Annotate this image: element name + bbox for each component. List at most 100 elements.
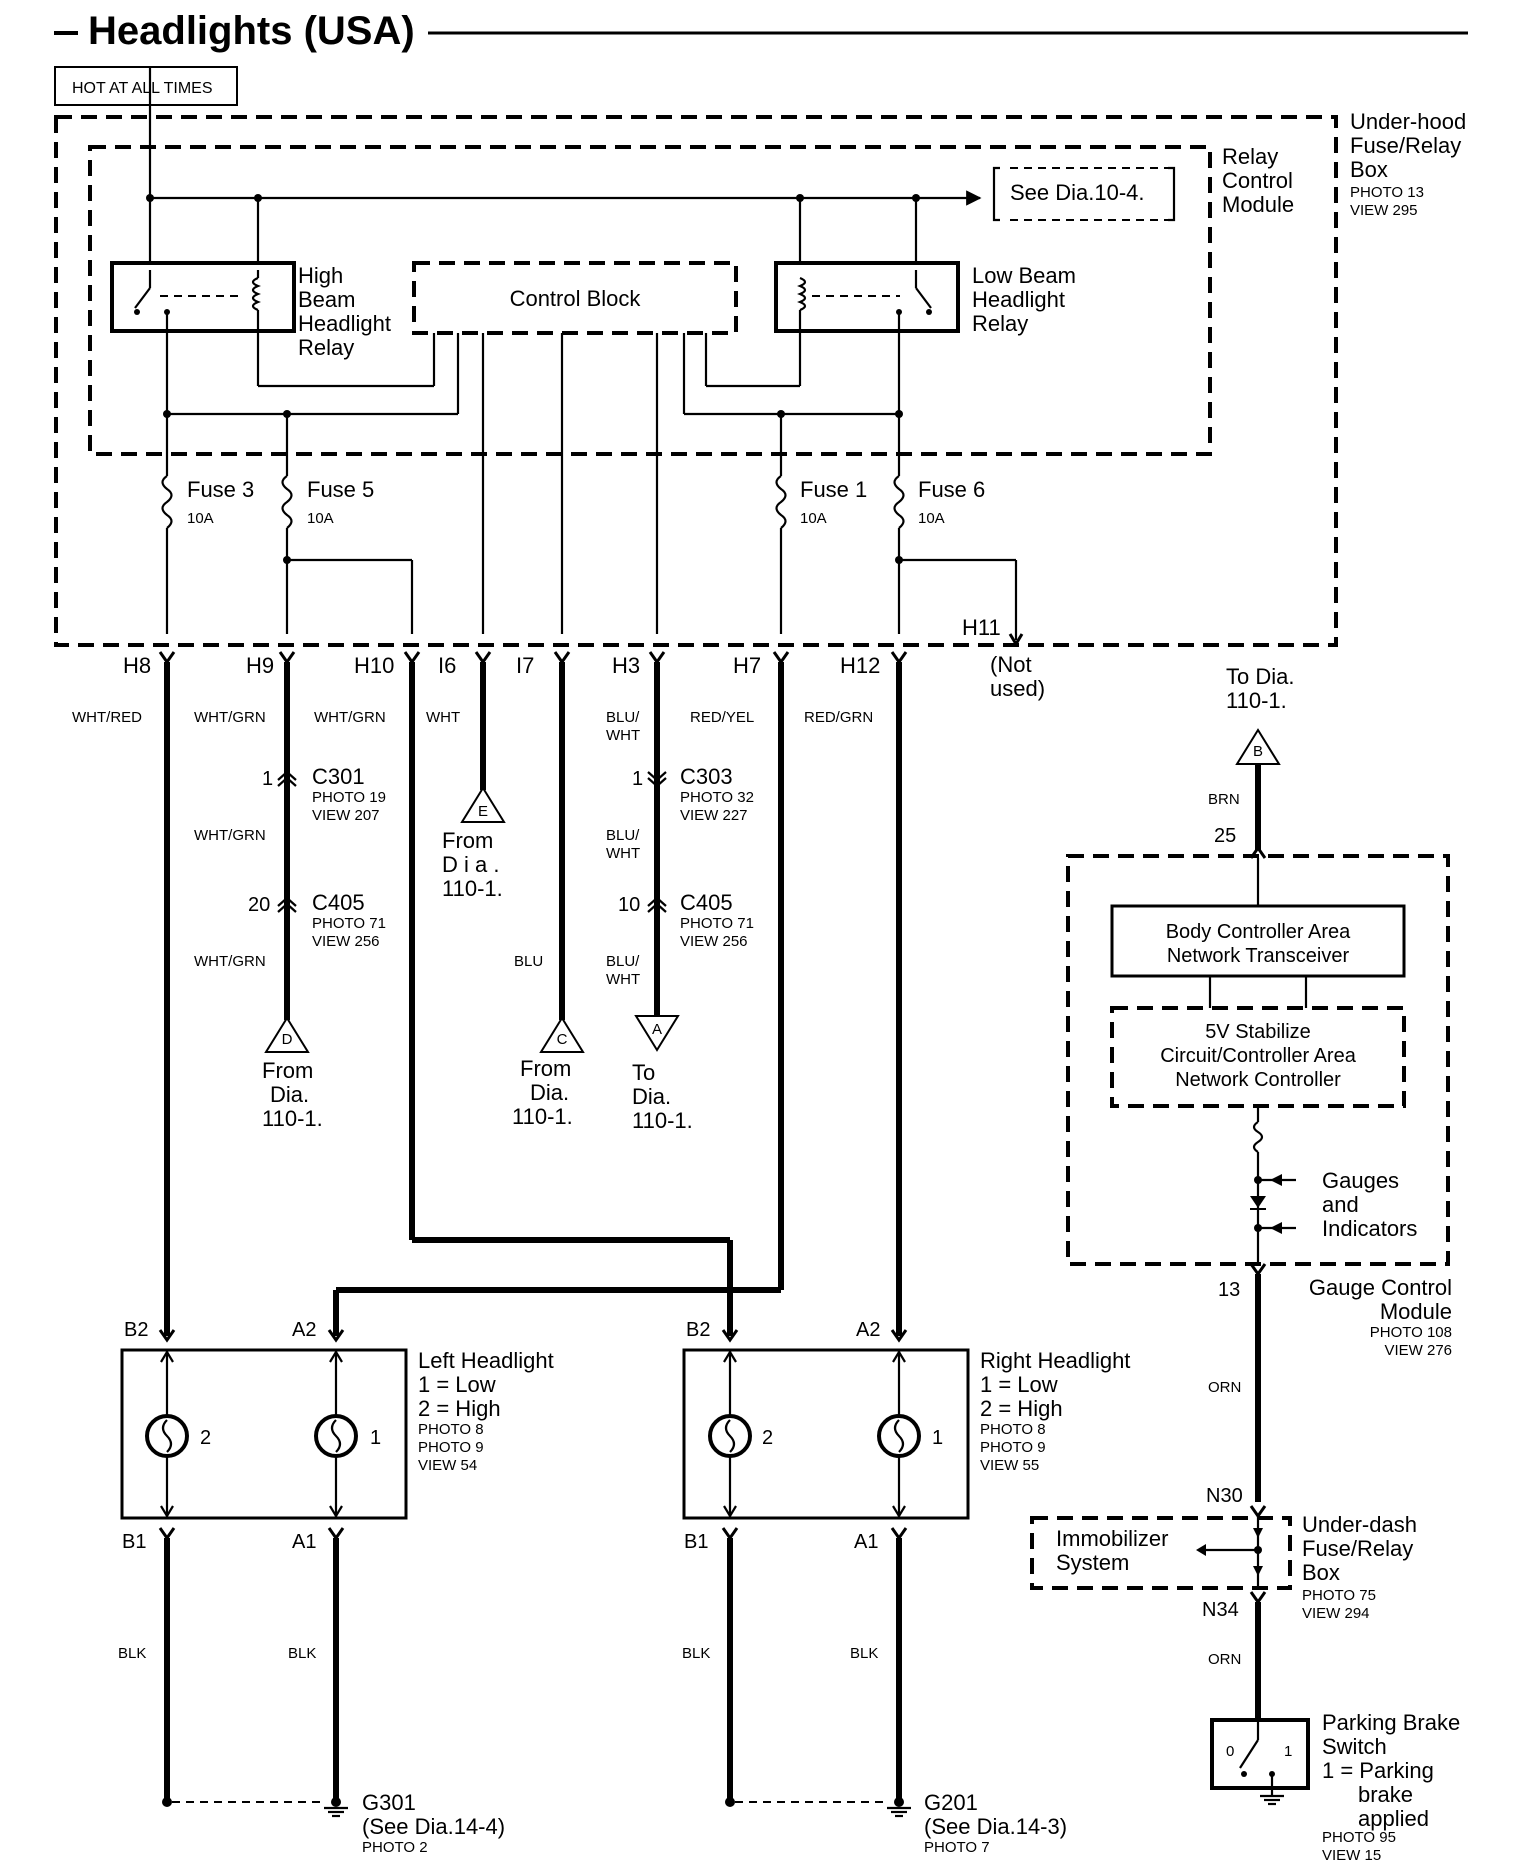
- svg-text:110-1.: 110-1.: [442, 876, 503, 901]
- svg-text:A2: A2: [856, 1319, 880, 1341]
- control-block: Control Block: [412, 261, 738, 335]
- svg-text:H3: H3: [612, 653, 640, 678]
- svg-text:VIEW 15: VIEW 15: [1322, 1847, 1381, 1864]
- fuse-5: Fuse 5 10A: [280, 475, 374, 529]
- svg-text:10A: 10A: [918, 510, 945, 527]
- svg-text:Fuse 1: Fuse 1: [800, 477, 867, 502]
- svg-text:Relay: Relay: [972, 311, 1028, 336]
- svg-text:VIEW 256: VIEW 256: [680, 933, 748, 950]
- svg-text:BLU: BLU: [514, 953, 543, 970]
- svg-text:VIEW 256: VIEW 256: [312, 933, 380, 950]
- svg-text:B1: B1: [122, 1531, 146, 1553]
- ground-g201: G201 (See Dia.14-3) PHOTO 7: [725, 1790, 1067, 1856]
- svg-text:B2: B2: [124, 1319, 148, 1341]
- fuse-1: Fuse 1 10A: [774, 475, 867, 529]
- terminal-labels: H8 H9 H10 I6 I7 H3 H7 H12 H11 (Not used): [123, 615, 1045, 701]
- parking-brake-switch-label: Parking Brake Switch 1 = Parking brake a…: [1322, 1710, 1460, 1864]
- svg-text:2 = High: 2 = High: [418, 1396, 501, 1421]
- svg-text:2: 2: [762, 1427, 773, 1449]
- svg-text:10A: 10A: [187, 510, 214, 527]
- svg-text:used): used): [990, 676, 1045, 701]
- svg-text:Fuse/Relay: Fuse/Relay: [1302, 1536, 1413, 1561]
- svg-text:PHOTO 7: PHOTO 7: [924, 1839, 990, 1856]
- immobilizer-system-label: Immobilizer System: [1056, 1526, 1168, 1575]
- underhood-terminals: [158, 633, 1024, 665]
- title-bar: Headlights (USA): [54, 9, 1468, 53]
- see-dia-10-4-ref: See Dia.10-4.: [992, 166, 1176, 222]
- relay-module-label: Relay Control Module: [1222, 144, 1294, 217]
- svg-text:Under-dash: Under-dash: [1302, 1512, 1417, 1537]
- svg-text:PHOTO 71: PHOTO 71: [680, 915, 754, 932]
- svg-text:WHT/GRN: WHT/GRN: [194, 953, 266, 970]
- fuse-3: Fuse 3 10A: [160, 475, 254, 529]
- svg-text:BLU/: BLU/: [606, 953, 640, 970]
- ref-c-from-dia: C From Dia. 110-1.: [512, 1016, 585, 1129]
- svg-text:Gauges: Gauges: [1322, 1168, 1399, 1193]
- svg-text:PHOTO 32: PHOTO 32: [680, 789, 754, 806]
- ref-a-to-dia: A To Dia. 110-1.: [632, 1015, 693, 1133]
- svg-text:A2: A2: [292, 1319, 316, 1341]
- svg-text:Beam: Beam: [298, 287, 355, 312]
- svg-text:To: To: [632, 1060, 655, 1085]
- svg-text:B2: B2: [686, 1319, 710, 1341]
- hot-at-all-times-box: HOT AT ALL TIMES: [54, 66, 238, 106]
- svg-text:1: 1: [632, 768, 643, 790]
- svg-text:WHT/GRN: WHT/GRN: [194, 709, 266, 726]
- svg-text:ORN: ORN: [1208, 1651, 1241, 1668]
- svg-text:Fuse/Relay: Fuse/Relay: [1350, 133, 1461, 158]
- svg-text:Gauge Control: Gauge Control: [1309, 1275, 1452, 1300]
- svg-text:1: 1: [262, 768, 273, 790]
- svg-text:I6: I6: [438, 653, 456, 678]
- parking-brake-switch: 0 1: [1210, 1718, 1310, 1806]
- svg-text:High: High: [298, 263, 343, 288]
- ref-d-from-dia: D From Dia. 110-1.: [262, 1016, 323, 1131]
- ground-g301: G301 (See Dia.14-4) PHOTO 2: [162, 1790, 505, 1856]
- svg-text:WHT/RED: WHT/RED: [72, 709, 142, 726]
- svg-text:Fuse 3: Fuse 3: [187, 477, 254, 502]
- svg-text:2 = High: 2 = High: [980, 1396, 1063, 1421]
- svg-text:Box: Box: [1302, 1560, 1340, 1585]
- left-headlight-label: Left Headlight 1 = Low 2 = High PHOTO 8 …: [418, 1348, 554, 1474]
- svg-text:E: E: [478, 803, 488, 820]
- svg-text:N34: N34: [1202, 1599, 1239, 1621]
- svg-text:110-1.: 110-1.: [512, 1104, 573, 1129]
- svg-text:C303: C303: [680, 764, 733, 789]
- connector-c405-b: 10 C405 PHOTO 71 VIEW 256: [618, 890, 754, 950]
- svg-text:WHT/GRN: WHT/GRN: [314, 709, 386, 726]
- svg-text:110-1.: 110-1.: [1226, 688, 1287, 713]
- svg-text:A1: A1: [854, 1531, 878, 1553]
- svg-text:H10: H10: [354, 653, 394, 678]
- svg-text:VIEW 207: VIEW 207: [312, 807, 380, 824]
- svg-text:G301: G301: [362, 1790, 416, 1815]
- connector-c301: 1 C301 PHOTO 19 VIEW 207: [262, 764, 386, 824]
- svg-text:(See Dia.14-4): (See Dia.14-4): [362, 1814, 505, 1839]
- svg-text:PHOTO 9: PHOTO 9: [418, 1439, 484, 1456]
- svg-text:WHT/GRN: WHT/GRN: [194, 827, 266, 844]
- svg-text:PHOTO 9: PHOTO 9: [980, 1439, 1046, 1456]
- svg-text:1: 1: [1284, 1743, 1292, 1760]
- svg-text:VIEW 276: VIEW 276: [1384, 1342, 1452, 1359]
- svg-text:10A: 10A: [800, 510, 827, 527]
- svg-text:N30: N30: [1206, 1485, 1243, 1507]
- svg-text:B1: B1: [684, 1531, 708, 1553]
- left-headlight: B2 A2 2 1 B1 A1: [120, 1319, 408, 1553]
- svg-text:VIEW 55: VIEW 55: [980, 1457, 1039, 1474]
- connector-c303: 1 C303 PHOTO 32 VIEW 227: [632, 764, 754, 824]
- svg-text:PHOTO 19: PHOTO 19: [312, 789, 386, 806]
- svg-text:BLU/: BLU/: [606, 709, 640, 726]
- svg-text:H8: H8: [123, 653, 151, 678]
- svg-text:110-1.: 110-1.: [262, 1106, 323, 1131]
- svg-text:BLU/: BLU/: [606, 827, 640, 844]
- svg-text:Headlight: Headlight: [972, 287, 1065, 312]
- svg-text:1 = Parking: 1 = Parking: [1322, 1758, 1434, 1783]
- svg-text:PHOTO 8: PHOTO 8: [418, 1421, 484, 1438]
- svg-text:1: 1: [370, 1427, 381, 1449]
- svg-text:Fuse 6: Fuse 6: [918, 477, 985, 502]
- svg-text:H11: H11: [962, 615, 1001, 640]
- can-transceiver-box: Body Controller Area Network Transceiver: [1110, 904, 1406, 978]
- page-title: Headlights (USA): [88, 9, 415, 53]
- svg-text:VIEW 227: VIEW 227: [680, 807, 748, 824]
- svg-text:VIEW 294: VIEW 294: [1302, 1605, 1370, 1622]
- gauges-indicators-label: Gauges and Indicators: [1322, 1168, 1417, 1241]
- svg-text:ORN: ORN: [1208, 1379, 1241, 1396]
